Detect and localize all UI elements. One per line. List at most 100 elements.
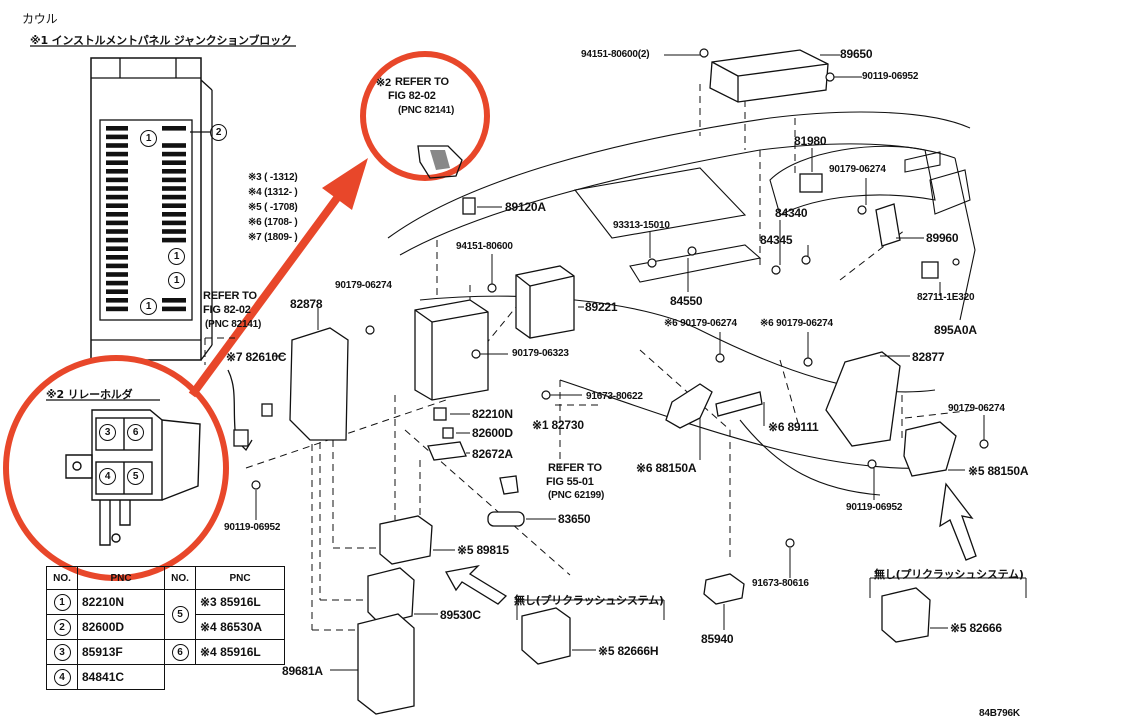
part-82210N: 82210N <box>472 407 513 421</box>
fuse-cell <box>106 255 128 260</box>
part-91673-80622: 91673-80622 <box>586 391 643 402</box>
part-895A0A: 895A0A <box>934 323 977 337</box>
drawing-code: 84B796K <box>979 708 1020 719</box>
table-row: 2 82600D ※4 86530A <box>46 614 285 640</box>
relay-slot-5: 5 <box>127 468 144 485</box>
variant-6: ※6 (1708- ) <box>248 217 298 228</box>
refer-top-line2: FIG 82-02 <box>388 90 436 102</box>
fuse-cell <box>106 298 128 303</box>
refer-left-line1: REFER TO <box>203 290 257 302</box>
table-header-row: NO. PNC NO. PNC <box>46 566 285 590</box>
refer-top-line3: (PNC 82141) <box>398 105 455 116</box>
part-89960: 89960 <box>926 231 959 245</box>
variant-4: ※4 (1312- ) <box>248 187 298 198</box>
fuse-cell <box>106 194 128 200</box>
fuse-cell <box>106 280 128 286</box>
part-84550: 84550 <box>670 294 703 308</box>
part-90119-06952-c: 90119-06952 <box>224 522 281 533</box>
jb-callout-1: 1 <box>140 130 157 147</box>
fuse-cell <box>162 160 186 165</box>
refer-left-line2: FIG 82-02 <box>203 304 251 316</box>
fuse-cell <box>162 151 186 157</box>
fuse-cell <box>106 126 128 131</box>
part-83650: 83650 <box>558 512 591 526</box>
refer-left-line3: (PNC 82141) <box>205 319 262 330</box>
part-90119-06952-a: 90119-06952 <box>862 71 919 82</box>
part-89650: 89650 <box>840 47 873 61</box>
part-88150A-b: ※5 88150A <box>968 464 1029 478</box>
part-94151-80600: 94151-80600 <box>456 241 513 252</box>
part-90119-06952-b: 90119-06952 <box>846 502 903 513</box>
table-row: 1 82210N 5 ※3 85916L <box>46 589 285 640</box>
fuse-cell <box>162 186 186 191</box>
part-84345: 84345 <box>760 233 793 247</box>
fuse-cell <box>106 143 128 148</box>
cowl-label: カウル <box>22 12 58 26</box>
no-precrash-note-2: 無し(プリクラッシュシステム) <box>874 568 1024 581</box>
header-pnc-right: PNC <box>195 566 285 590</box>
relay-slot-4: 4 <box>99 468 116 485</box>
part-90179-06274-e: 90179-06274 <box>948 403 1005 414</box>
fuse-cell <box>106 160 128 165</box>
fuse-cell <box>106 306 128 312</box>
part-90179-06274-a: 90179-06274 <box>829 164 886 175</box>
part-84340: 84340 <box>775 206 808 220</box>
dashed-leaders <box>204 84 976 631</box>
part-89530C: 89530C <box>440 608 481 622</box>
pnc-cell: 85913F <box>77 639 165 665</box>
part-82610C: ※7 82610C <box>226 350 287 364</box>
part-93313-15010: 93313-15010 <box>613 220 670 231</box>
no-precrash-note-1: 無し(プリクラッシュシステム) <box>514 594 664 607</box>
fuse-cell <box>162 203 186 208</box>
junction-block-drawing <box>90 57 213 361</box>
header-no-left: NO. <box>46 566 78 590</box>
relay-holder-title: ※2 リレーホルダ <box>46 388 133 401</box>
fuse-cell <box>106 212 128 217</box>
junction-block-title: ※1 インストルメントパネル ジャンクションブロック <box>30 34 292 47</box>
refer-mid-line1: REFER TO <box>548 462 602 474</box>
part-90179-06274-b: 90179-06274 <box>335 280 392 291</box>
relay-slot-6: 6 <box>127 424 144 441</box>
fasteners <box>251 48 989 548</box>
header-no-right: NO. <box>164 566 196 590</box>
fuse-cell <box>106 289 128 294</box>
jb-callout-1b: 1 <box>168 248 185 265</box>
refer-highlight <box>360 51 490 181</box>
part-85940: 85940 <box>701 632 734 646</box>
table-row: 3 85913F 6 ※4 85916L <box>46 639 285 665</box>
part-81980: 81980 <box>794 134 827 148</box>
fuse-cell <box>106 246 128 251</box>
fuse-cell <box>162 194 186 200</box>
part-89111: ※6 89111 <box>768 420 819 434</box>
variant-7: ※7 (1809- ) <box>248 232 298 243</box>
fuse-cell <box>162 177 186 183</box>
pnc-cell: 82210N <box>77 589 165 615</box>
part-82666: ※5 82666 <box>950 621 1002 635</box>
refer-mid-line3: (PNC 62199) <box>548 490 605 501</box>
part-82730: ※1 82730 <box>532 418 584 432</box>
pnc-cell: ※3 85916L <box>195 589 285 615</box>
variant-5: ※5 ( -1708) <box>248 202 298 213</box>
fuse-cell <box>162 126 186 131</box>
header-pnc-left: PNC <box>77 566 165 590</box>
fuse-cell <box>106 272 128 277</box>
jb-callout-1d: 1 <box>140 298 157 315</box>
part-91673-80616: 91673-80616 <box>752 578 809 589</box>
part-90179-06274-d: ※6 90179-06274 <box>760 318 833 329</box>
part-90179-06323: 90179-06323 <box>512 348 569 359</box>
variant-3: ※3 ( -1312) <box>248 172 298 183</box>
pnc-cell: ※4 86530A <box>195 614 285 640</box>
fuse-cell <box>106 220 128 226</box>
part-82600D: 82600D <box>472 426 513 440</box>
pnc-cell: 84841C <box>77 664 165 690</box>
part-82711-1E320: 82711-1E320 <box>917 292 975 303</box>
fuse-cell <box>106 186 128 191</box>
refer-top-prefix: ※2 <box>376 77 391 89</box>
part-82877: 82877 <box>912 350 945 364</box>
view-arrows <box>444 482 977 605</box>
solid-leaders <box>255 54 1027 671</box>
part-89221: 89221 <box>585 300 618 314</box>
fuse-cell <box>162 229 186 234</box>
refer-top-line1: REFER TO <box>395 76 449 88</box>
